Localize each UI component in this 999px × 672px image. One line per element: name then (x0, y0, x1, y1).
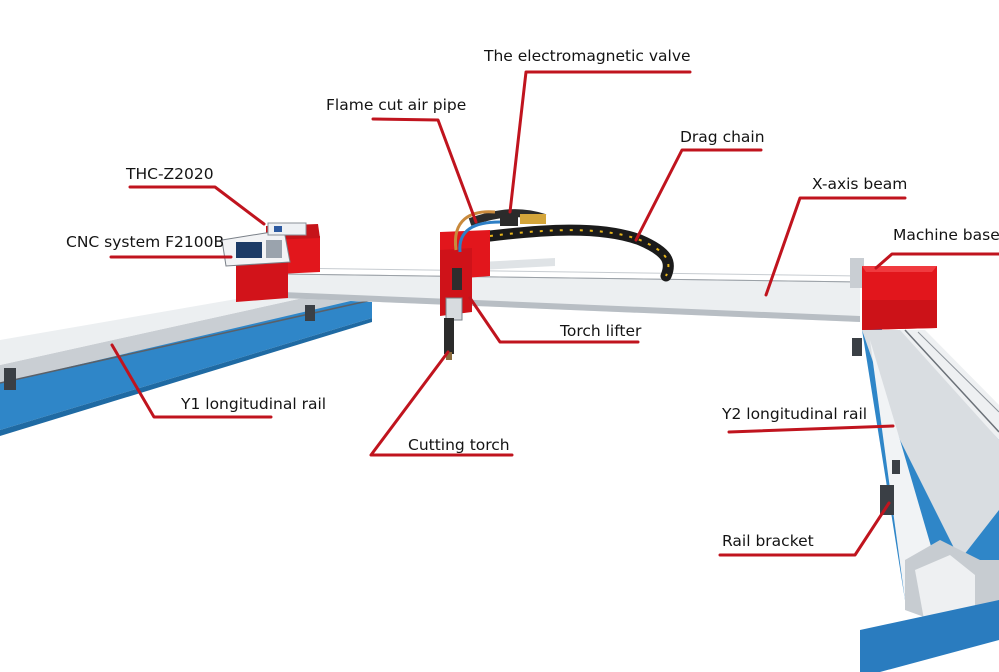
leader-y1-rail (110, 343, 273, 419)
machine-base (850, 258, 937, 330)
leader-thc (128, 185, 266, 226)
y2-longitudinal-rail (860, 328, 999, 672)
label-machine-base: Machine base (893, 226, 999, 244)
electromagnetic-valve (500, 212, 546, 226)
cutting-torch (444, 318, 454, 360)
label-cnc-system: CNC system F2100B (66, 233, 225, 251)
leader-x-axis-beam (764, 196, 907, 297)
label-y2-rail: Y2 longitudinal rail (722, 405, 868, 423)
leader-flame-cut-air-pipe (371, 117, 478, 224)
label-y1-rail: Y1 longitudinal rail (181, 395, 327, 413)
label-flame-cut-air-pipe: Flame cut air pipe (326, 96, 467, 114)
leader-torch-lifter (468, 296, 640, 344)
leader-y2-rail (727, 424, 895, 434)
label-electromagnetic-valve: The electromagnetic valve (484, 47, 691, 65)
leader-cutting-torch (369, 350, 514, 457)
leader-electromagnetic-valve (508, 70, 692, 214)
leader-rail-bracket (718, 501, 891, 557)
label-cutting-torch: Cutting torch (408, 436, 510, 454)
leader-drag-chain (634, 148, 763, 242)
leader-lines (109, 70, 999, 557)
label-thc: THC-Z2020 (126, 165, 214, 183)
leader-machine-base (874, 252, 999, 270)
rail-bracket-left (4, 305, 315, 390)
label-x-axis-beam: X-axis beam (812, 175, 908, 193)
label-torch-lifter: Torch lifter (560, 322, 642, 340)
label-drag-chain: Drag chain (680, 128, 765, 146)
label-rail-bracket: Rail bracket (722, 532, 814, 550)
cnc-controller (221, 229, 291, 267)
flame-cut-air-pipe (453, 210, 501, 253)
thc-controller (267, 222, 307, 236)
y1-longitudinal-rail (0, 288, 373, 436)
rail-bracket-right (852, 338, 900, 515)
torch-carriage (440, 230, 490, 321)
